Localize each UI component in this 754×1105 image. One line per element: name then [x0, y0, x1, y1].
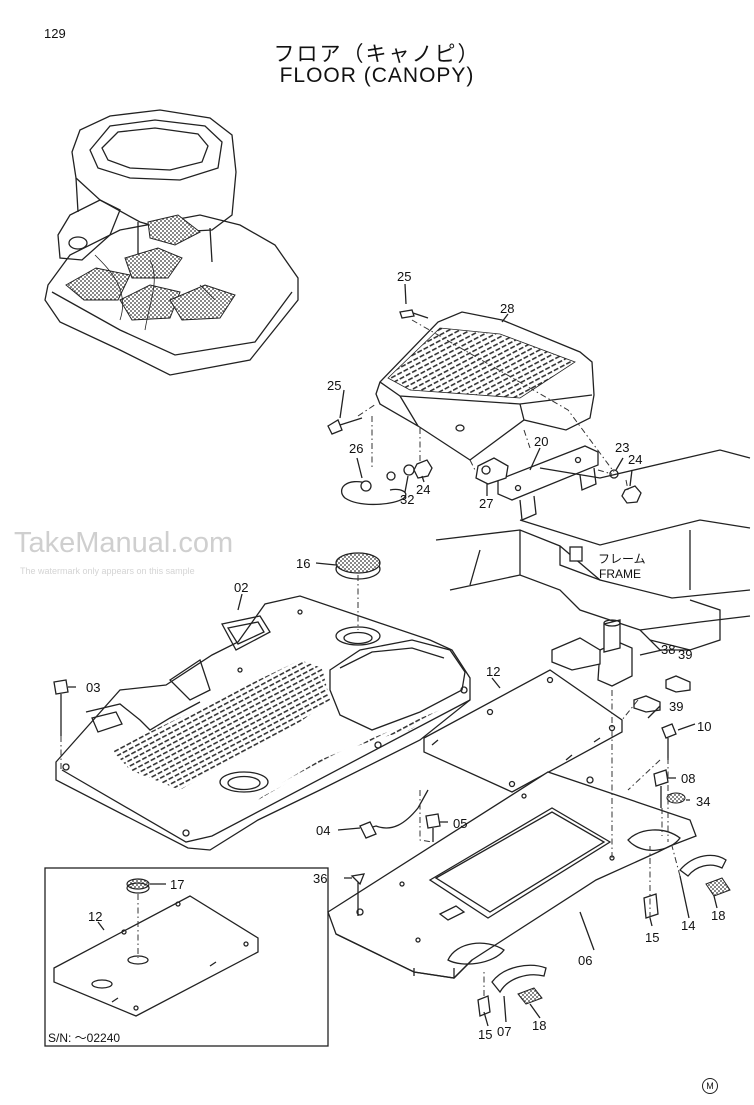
callout-02: 02	[234, 580, 249, 595]
frame-outline	[435, 449, 751, 651]
callout-14: 14	[681, 918, 696, 933]
machine-overview-sketch	[44, 109, 299, 376]
leader-lines	[60, 283, 718, 1027]
pad-18a	[705, 877, 731, 897]
callout-27: 27	[479, 496, 494, 511]
callout-16: 16	[296, 556, 311, 571]
callout-25: 25	[397, 269, 412, 284]
wire-26	[340, 480, 407, 506]
nut-24a	[413, 459, 433, 479]
cable-04-end	[359, 821, 377, 839]
washer-32b	[403, 464, 415, 476]
bracket-20	[497, 445, 599, 521]
callout-32: 32	[400, 492, 415, 507]
callout-12: 12	[486, 664, 501, 679]
callout-15: 15	[645, 930, 660, 945]
callout-04: 04	[316, 823, 331, 838]
frame-label-en: FRAME	[599, 567, 641, 581]
page-title-jp: フロア（キャノピ）	[273, 42, 481, 66]
base-plate-06	[327, 771, 697, 979]
fuse-27	[475, 457, 509, 485]
callout-06: 06	[578, 953, 593, 968]
callout-18: 18	[711, 908, 726, 923]
clip-36	[350, 873, 366, 916]
bolt-10	[661, 723, 677, 760]
callout-28: 28	[500, 301, 515, 316]
seat-cover-28	[375, 311, 595, 461]
inset-box	[44, 867, 329, 1047]
callout-05: 05	[453, 816, 468, 831]
callout-08: 08	[681, 771, 696, 786]
callout-07: 07	[497, 1024, 512, 1039]
bolt-39b	[633, 695, 661, 713]
callout-23: 23	[615, 440, 630, 455]
callout-25: 25	[327, 378, 342, 393]
watermark-brand: TakeManual.com	[14, 527, 234, 559]
watermark-note: The watermark only appears on this sampl…	[20, 566, 195, 576]
callout-24: 24	[416, 482, 431, 497]
washer-32a	[386, 471, 396, 481]
callout-03: 03	[86, 680, 101, 695]
floor-plate-02	[55, 595, 471, 851]
footer-mark: M	[702, 1078, 718, 1094]
page-title-en: FLOOR (CANOPY)	[279, 64, 475, 87]
bolt-39a	[665, 675, 691, 693]
callout-36: 36	[313, 871, 328, 886]
bolt-25a	[399, 309, 429, 319]
serial-number-note: S/N: ～02240	[48, 1031, 121, 1045]
callout-24: 24	[628, 452, 643, 467]
bolt-03	[53, 679, 69, 736]
floor-mat-12	[423, 669, 623, 793]
cushion-15b	[477, 995, 491, 1017]
callout-38: 38	[661, 642, 676, 657]
frame-label-jp: フレーム	[598, 552, 646, 566]
bolt-05	[425, 813, 441, 842]
cap-16	[335, 552, 381, 580]
callout-34: 34	[696, 794, 711, 809]
cushion-15a	[643, 893, 659, 919]
seal-07	[491, 964, 547, 994]
callout-26: 26	[349, 441, 364, 456]
nut-24b	[621, 485, 642, 504]
callout-39: 39	[669, 699, 684, 714]
pad-18b	[517, 987, 543, 1005]
bolt-25b	[327, 417, 363, 435]
callout-15: 15	[478, 1027, 493, 1042]
callout-17: 17	[170, 877, 185, 892]
bracket-38	[551, 619, 633, 687]
seal-14	[679, 854, 727, 877]
callout-39: 39	[678, 647, 693, 662]
cable-04	[361, 789, 429, 831]
callout-10: 10	[697, 719, 712, 734]
callout-20: 20	[534, 434, 549, 449]
bolt-08	[653, 769, 669, 808]
page-number: 129	[44, 26, 66, 41]
callout-18: 18	[532, 1018, 547, 1033]
callout-12: 12	[88, 909, 103, 924]
washer-34	[666, 792, 686, 804]
